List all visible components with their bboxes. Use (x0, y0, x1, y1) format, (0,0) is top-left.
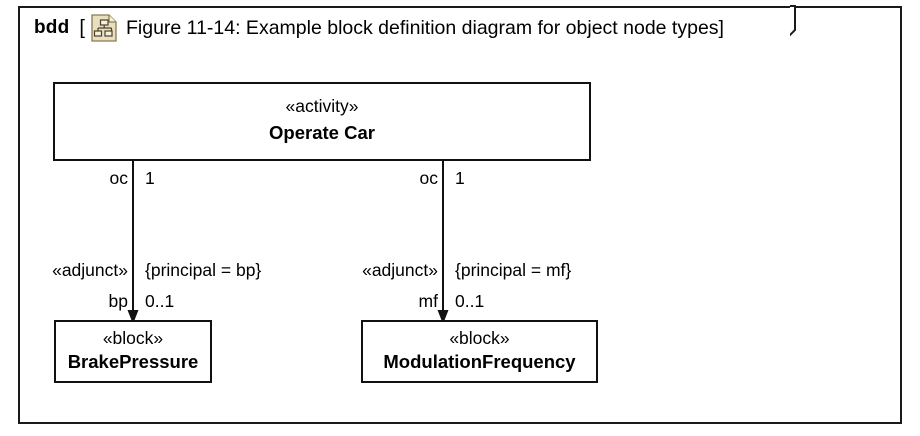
label-oc-mf-constraint: {principal = mf} (455, 260, 572, 280)
bdd-diagram-icon (91, 14, 117, 42)
block-operate-car[interactable]: «activity» Operate Car (53, 82, 591, 161)
bracket-open: [ (79, 16, 85, 39)
block-brake-pressure[interactable]: «block» BrakePressure (54, 320, 212, 383)
label-oc-mf-target-mult: 0..1 (455, 291, 485, 311)
label-oc-mf-target-role: mf (418, 291, 438, 311)
block-name: Operate Car (269, 122, 375, 144)
block-stereotype: «activity» (285, 96, 359, 116)
association-oc-to-mf[interactable] (428, 158, 460, 326)
page-title: Figure 11-14: Example block definition d… (125, 16, 724, 39)
block-stereotype: «block» (102, 328, 164, 348)
label-oc-bp-source-mult: 1 (145, 168, 155, 188)
label-oc-bp-source-role: oc (109, 168, 128, 188)
label-oc-bp-stereotype: «adjunct» (52, 260, 128, 280)
label-oc-bp-constraint: {principal = bp} (145, 260, 262, 280)
label-oc-bp-target-role: bp (108, 291, 128, 311)
label-oc-mf-source-mult: 1 (455, 168, 465, 188)
association-oc-to-bp[interactable] (118, 158, 150, 326)
frame-header: bdd [ Figure 11-14: Example block defini… (18, 6, 796, 48)
block-modulation-frequency[interactable]: «block» ModulationFrequency (361, 320, 598, 383)
header-tab-clipped-corner (790, 5, 796, 48)
label-oc-mf-source-role: oc (419, 168, 438, 188)
block-stereotype: «block» (449, 328, 510, 348)
label-oc-bp-target-mult: 0..1 (145, 291, 175, 311)
block-name: ModulationFrequency (383, 351, 576, 373)
label-oc-mf-stereotype: «adjunct» (362, 260, 438, 280)
diagram-kind-label: bdd (34, 17, 70, 38)
block-name: BrakePressure (67, 351, 199, 373)
